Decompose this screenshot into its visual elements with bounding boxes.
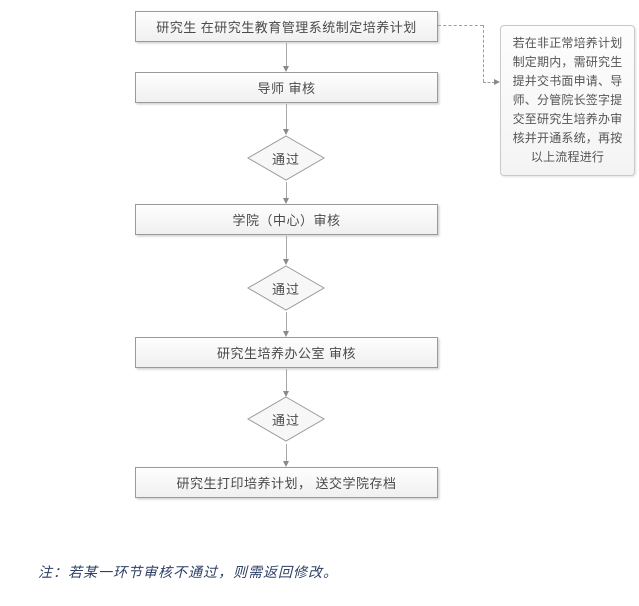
footnote-text: 注：若某一环节审核不通过，则需返回修改。 [38,565,338,581]
down-arrow-connector [283,444,289,467]
diamond-shape [247,135,325,181]
dashed-connector-vertical [483,25,484,82]
decision-pass-1: 通过 [247,135,325,181]
diamond-shape [247,396,325,442]
down-arrow-connector [283,182,289,204]
decision-label: 通过 [271,151,300,167]
dashed-connector-horizontal [483,82,495,83]
step-make-plan-box: 研究生 在研究生教育管理系统制定培养计划 [135,11,438,42]
right-arrow-icon [494,79,500,85]
side-note-box: 若在非正常培养计划制定期内，需研究生提并交书面申请、导师、分管院长签字提交至研究… [500,25,635,176]
down-arrow-connector [283,369,289,397]
diamond-shape [247,265,325,311]
dashed-connector-horizontal [438,25,483,26]
step-grad-office-review-box: 研究生培养办公室 审核 [135,337,438,368]
step-supervisor-review-box: 导师 审核 [135,72,438,103]
step-print-archive-box: 研究生打印培养计划， 送交学院存档 [135,467,438,498]
step-college-review-box: 学院（中心）审核 [135,204,438,235]
down-arrow-connector [283,43,289,72]
decision-pass-2: 通过 [247,265,325,311]
decision-label: 通过 [271,281,300,297]
down-arrow-connector [283,312,289,337]
decision-pass-3: 通过 [247,396,325,442]
decision-label: 通过 [271,412,300,428]
down-arrow-connector [283,104,289,135]
down-arrow-connector [283,236,289,265]
